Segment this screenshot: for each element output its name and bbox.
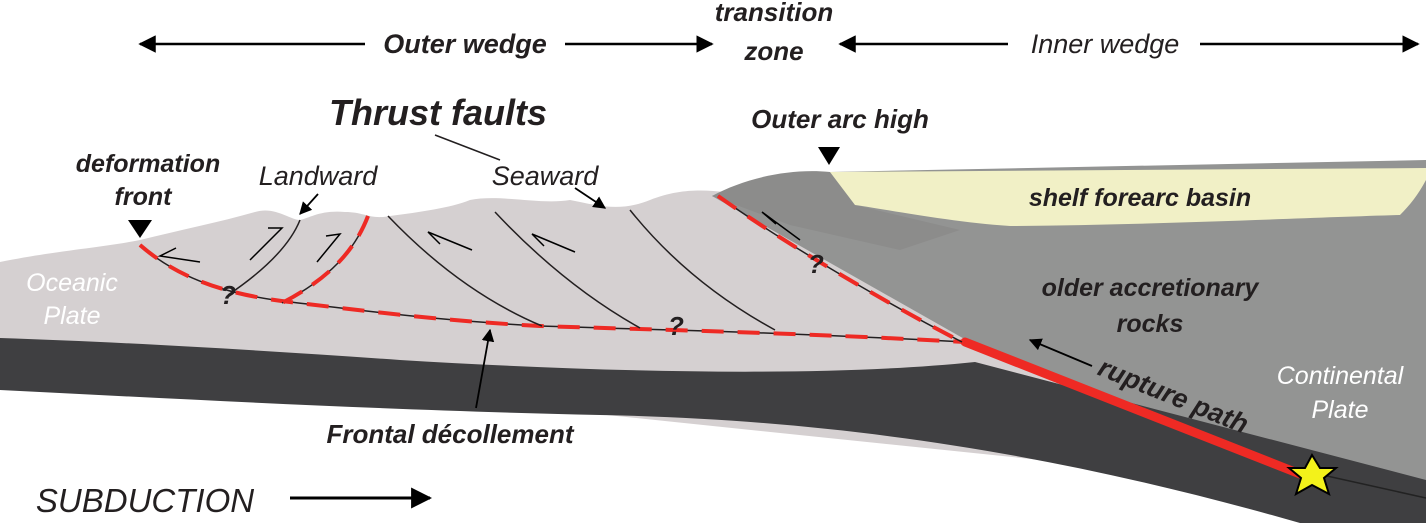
motion-arrow-seaward-1 [427, 231, 473, 251]
seaward-fault-3 [629, 209, 776, 331]
decollement-pointer [475, 328, 495, 409]
motion-arrow-seaward-2 [531, 233, 576, 253]
rupture-path-line [960, 337, 1305, 479]
thrust-faults-label: Thrust faults [329, 92, 547, 133]
thrust-to-seaward-line [434, 134, 501, 161]
motion-arrow-landward-2 [316, 232, 342, 263]
outer-arc-high-label: Outer arc high [751, 104, 929, 134]
landward-label: Landward [259, 161, 379, 191]
question-mark-2: ? [668, 311, 684, 341]
oceanic-plate-label-1: Oceanic [26, 269, 118, 297]
outer-arc-high [712, 171, 960, 250]
transition-zone-label-1: transition [715, 0, 833, 27]
older-rocks-label-2: rocks [1117, 310, 1184, 338]
deformation-front-label-1: deformation [76, 150, 220, 178]
shelf-forearc-basin-label: shelf forearc basin [1029, 184, 1251, 212]
question-mark-1: ? [220, 280, 236, 310]
outer-arc-high-marker [818, 147, 840, 165]
continental-plate-label-1: Continental [1277, 362, 1405, 390]
transition-zone-label-2: zone [743, 36, 803, 66]
seaward-label: Seaward [492, 161, 600, 191]
subduction-label: SUBDUCTION [36, 482, 254, 519]
seaward-fault-2 [494, 211, 641, 329]
older-rocks-label-1: older accretionary [1042, 274, 1260, 302]
frontal-decollement-label: Frontal décollement [326, 419, 574, 449]
landward-fault-1 [227, 219, 301, 296]
rupture-motion-arrow [1028, 338, 1093, 367]
deformation-front-marker [128, 220, 152, 238]
seaward-fault-1 [387, 215, 543, 327]
continental-plate-label-2: Plate [1312, 396, 1369, 424]
deformation-front-label-2: front [115, 183, 174, 211]
decollement-dashes [138, 243, 966, 344]
landward-fault-2-dashes [281, 215, 370, 305]
subducting-plate [0, 338, 1426, 523]
seaward-pointer [574, 187, 607, 209]
shelf-forearc-basin [830, 168, 1426, 226]
landward-pointer [299, 193, 319, 215]
motion-arrow-outer-arc [761, 211, 801, 241]
oceanic-plate-label-2: Plate [44, 302, 101, 330]
outer-wedge-label: Outer wedge [383, 29, 547, 59]
hypocenter-star [1286, 452, 1339, 497]
outer-arc-fault [717, 195, 963, 343]
motion-arrow-landward-1 [249, 227, 284, 261]
question-mark-3: ? [808, 249, 824, 279]
motion-arrow-deformation [157, 247, 201, 263]
inner-wedge-label: Inner wedge [1031, 29, 1180, 59]
